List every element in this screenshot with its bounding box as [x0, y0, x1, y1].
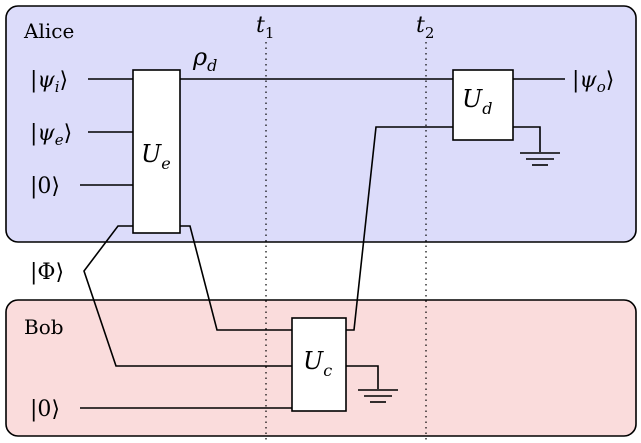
- gate-ud: [452, 69, 514, 141]
- bob-label: Bob: [24, 315, 64, 339]
- label-rho-d: ρd: [192, 43, 217, 75]
- gate-ue: [132, 69, 181, 234]
- label-psi-i: |ψi⟩: [30, 68, 68, 96]
- label-zero-bob: |0⟩: [30, 397, 60, 422]
- wire-phi-bell-pair: [83, 225, 292, 367]
- label-phi: |Φ⟩: [30, 260, 64, 285]
- gate-ue-label: Ue: [141, 140, 171, 173]
- label-psi-o: |ψo⟩: [572, 68, 614, 96]
- gate-uc-label: Uc: [303, 347, 332, 380]
- t1-label: t1: [256, 13, 274, 42]
- wire-uc-to-ud: [346, 126, 453, 331]
- gate-ud-label: Ud: [462, 85, 492, 118]
- alice-region: [5, 5, 637, 243]
- t2-label: t2: [416, 13, 434, 42]
- alice-label: Alice: [23, 19, 74, 43]
- label-zero-alice: |0⟩: [30, 174, 60, 199]
- wire-ud-ground: [513, 126, 541, 152]
- ground-icon: [358, 389, 398, 403]
- label-psi-e: |ψe⟩: [30, 121, 72, 149]
- wire-uc-ground: [346, 365, 379, 389]
- wire-ue-to-uc: [180, 225, 292, 331]
- gate-uc: [291, 317, 347, 412]
- ground-icon: [520, 152, 560, 166]
